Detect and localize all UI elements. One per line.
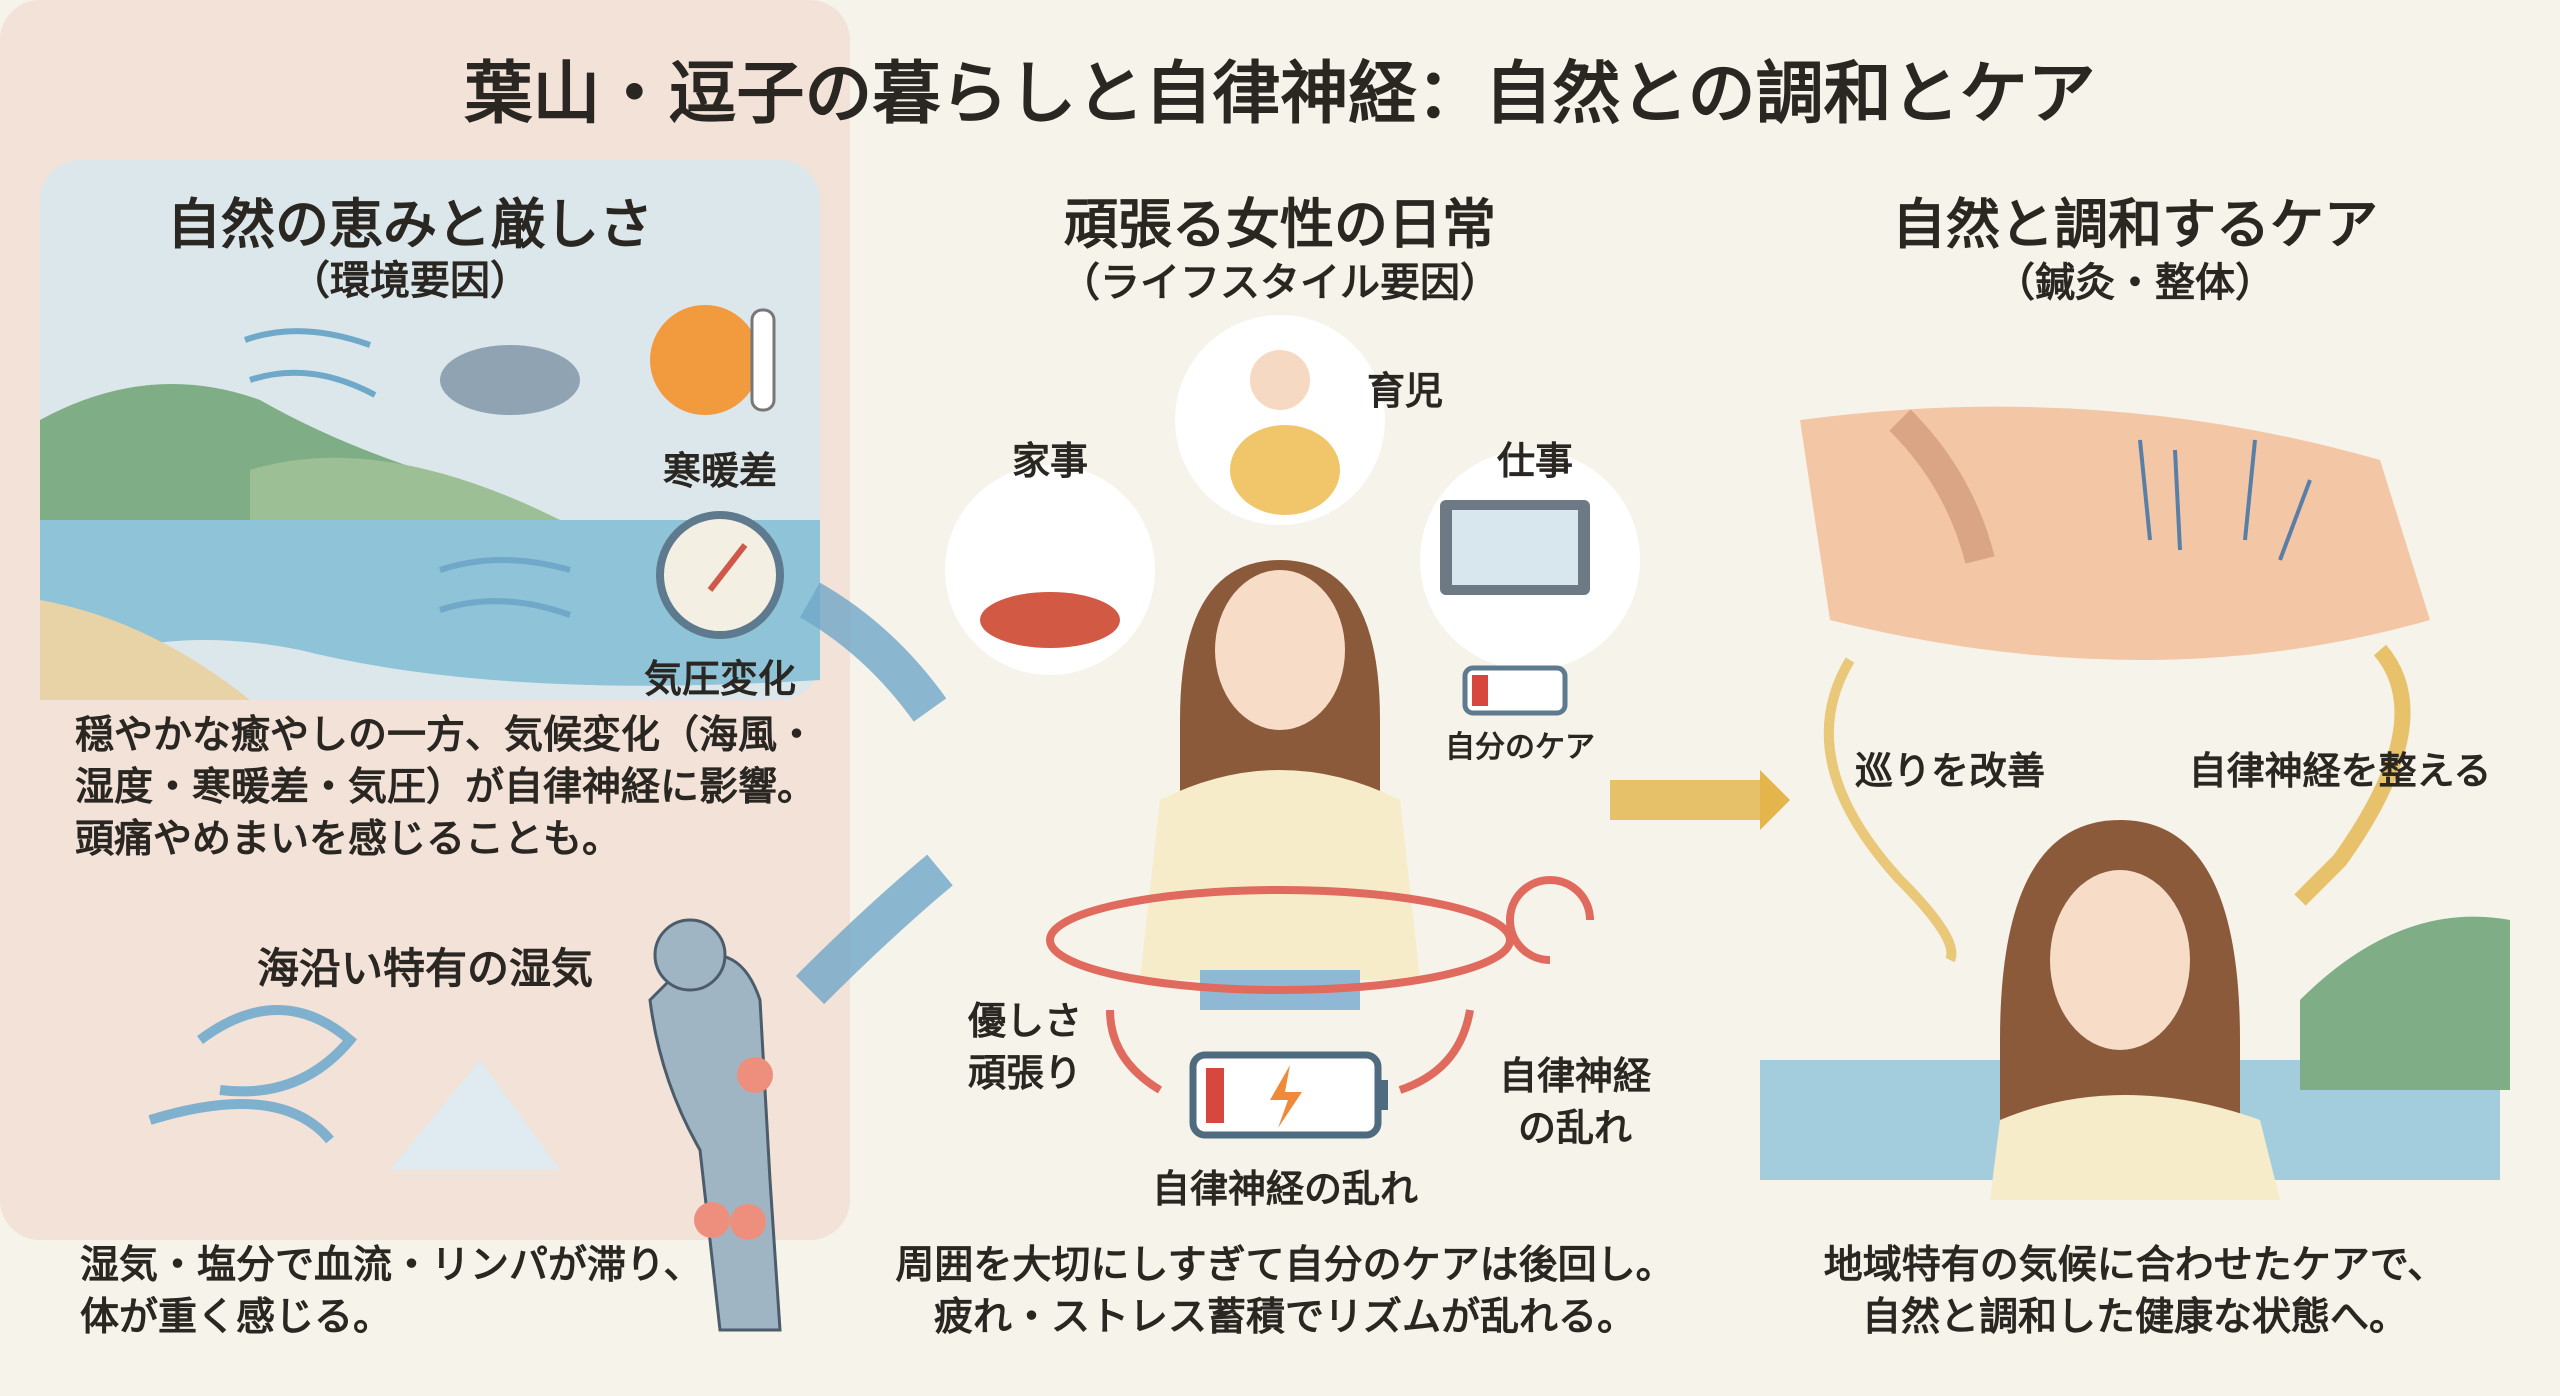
text-line: 自然と調和した健康な状態へ。 — [1861, 1295, 2409, 1340]
temperature-label: 寒暖差 — [662, 449, 778, 493]
environment-heading: 自然の恵みと厳しさ — [167, 193, 653, 256]
lifestyle-description: 周囲を大切にしすぎて自分のケアは後回し。 疲れ・ストレス蓄積でリズムが乱れる。 — [895, 1240, 1674, 1344]
lifestyle-subtitle: （ライフスタイル要因） — [1060, 260, 1500, 306]
text-line: 穏やかな癒やしの一方、気候変化（海風・ — [75, 713, 817, 758]
disorder-label-right: 自律神経 の乱れ — [1499, 1050, 1651, 1154]
text-line: 頭痛やめまいを感じることも。 — [75, 817, 622, 862]
work-label: 仕事 — [1496, 439, 1574, 483]
care-heading: 自然と調和するケア — [1892, 193, 2378, 256]
lifestyle-heading: 頑張る女性の日常 — [1064, 193, 1496, 256]
environment-description: 穏やかな癒やしの一方、気候変化（海風・ 湿度・寒暖差・気圧）が自律神経に影響。 … — [75, 710, 816, 866]
text-line: 頑張り — [967, 1051, 1083, 1095]
text-line: 湿度・寒暖差・気圧）が自律神経に影響。 — [75, 765, 817, 810]
environment-subtitle: （環境要因） — [290, 258, 530, 304]
disorder-label-bottom: 自律神経の乱れ — [1151, 1167, 1419, 1211]
text-line: の乱れ — [1517, 1106, 1633, 1150]
selfcare-label: 自分のケア — [1445, 730, 1595, 765]
page-title: 葉山・逗子の暮らしと自律神経：自然との調和とケア — [464, 55, 2096, 134]
text-line: 自律神経 — [1498, 1054, 1652, 1098]
text-line: 周囲を大切にしすぎて自分のケアは後回し。 — [895, 1243, 1675, 1288]
care-subtitle: （鍼灸・整体） — [1995, 260, 2275, 306]
humidity-heading: 海沿い特有の湿気 — [256, 944, 594, 993]
autonomic-label: 自律神経を整える — [2188, 749, 2492, 793]
text-line: 疲れ・ストレス蓄積でリズムが乱れる。 — [933, 1295, 1637, 1340]
text-line: 地域特有の気候に合わせたケアで、 — [1823, 1243, 2447, 1288]
kindness-effort-label: 優しさ 頑張り — [968, 995, 1082, 1099]
housework-label: 家事 — [1011, 439, 1089, 483]
circulation-label: 巡りを改善 — [1854, 749, 2046, 793]
pressure-label: 気圧変化 — [643, 657, 797, 701]
childcare-label: 育児 — [1366, 369, 1444, 413]
care-description: 地域特有の気候に合わせたケアで、 自然と調和した健康な状態へ。 — [1824, 1240, 2446, 1344]
humidity-description: 湿気・塩分で血流・リンパが滞り、 体が重く感じる。 — [80, 1240, 702, 1344]
text-line: 優しさ — [967, 999, 1083, 1043]
text-line: 体が重く感じる。 — [80, 1295, 393, 1340]
text-line: 湿気・塩分で血流・リンパが滞り、 — [80, 1243, 703, 1288]
